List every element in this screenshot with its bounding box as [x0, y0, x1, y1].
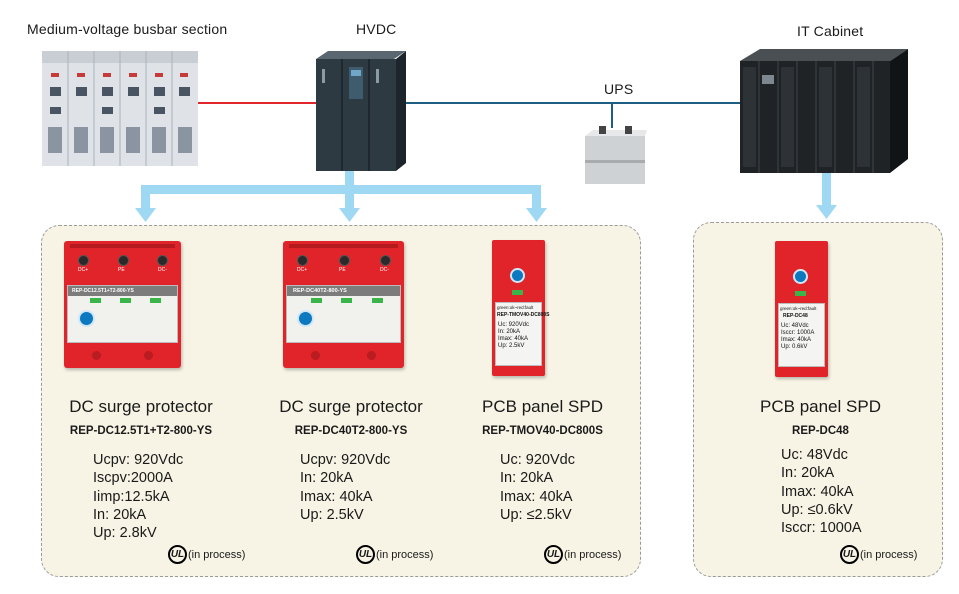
spec-line: In: 20kA	[500, 470, 554, 487]
ul-certification-3: UL (in process)	[544, 545, 621, 564]
device-indicator-text-1: green:ok~red:fault	[497, 305, 534, 310]
device-spec-line: Imax: 40kA	[781, 337, 812, 343]
device-spec-line: In: 20kA	[498, 329, 521, 335]
device-spec-line: Imax: 40kA	[498, 336, 529, 342]
spec-line: Up: 2.8kV	[93, 525, 157, 542]
terminal-dc-minus-1: DC-	[158, 267, 167, 273]
device-spec-line: Uc: 48Vdc	[781, 323, 809, 329]
device-model-label-1: REP-DC12.5T1+T2-800-YS	[72, 287, 134, 294]
product-title-3: PCB panel SPD	[482, 397, 603, 416]
spec-line: Iscpv:2000A	[93, 470, 173, 487]
spec-line: Iimp:12.5kA	[93, 488, 170, 505]
device-spec-line: Isccr: 1000A	[781, 330, 815, 336]
device-spec-line: Up: 2.5kV	[498, 343, 525, 349]
product-title-2: DC surge protector	[279, 397, 423, 416]
spec-line: Ucpv: 920Vdc	[93, 452, 184, 468]
ups-battery-image	[585, 126, 647, 184]
busbar-label: Medium-voltage busbar section	[27, 21, 228, 37]
terminal-pe-2: PE	[339, 267, 346, 273]
product-specs-1: Ucpv: 920Vdc Iscpv:2000A Iimp:12.5kA In:…	[93, 451, 183, 542]
spec-line: Ucpv: 920Vdc	[300, 452, 391, 468]
brand-logo-icon	[793, 269, 808, 284]
spec-line: Uc: 920Vdc	[500, 452, 575, 468]
cabinet-arrow	[816, 168, 837, 219]
product-title-1: DC surge protector	[69, 397, 213, 416]
hvdc-distribution-arrows	[135, 168, 547, 222]
ul-certification-4: UL (in process)	[840, 545, 917, 564]
ul-mark-icon: UL	[356, 545, 375, 564]
device-spec-line: Up: 0.6kV	[781, 344, 808, 350]
terminal-dc-plus-1: DC+	[78, 267, 89, 273]
spec-line: Up: 2.5kV	[300, 506, 364, 523]
ups-label: UPS	[604, 81, 634, 97]
device-spec-line: Uc: 920Vdc	[498, 322, 530, 328]
ul-mark-icon: UL	[840, 545, 859, 564]
spec-line: In: 20kA	[93, 506, 147, 523]
dc-surge-protector-2-image: DC+ PE DC- REP-DC40T2-800-YS	[283, 241, 404, 368]
pcb-panel-spd-1-image: green:ok~red:fault REP-TMOV40-DC800S Uc:…	[492, 240, 550, 376]
brand-logo-icon	[510, 268, 525, 283]
terminal-pe-1: PE	[118, 267, 125, 273]
device-indicator-text-2: green:ok~red:fault	[780, 306, 817, 311]
brand-logo-icon	[78, 310, 95, 327]
ul-mark-icon: UL	[544, 545, 563, 564]
busbar-switchgear-image	[42, 51, 198, 166]
hvdc-cabinet-image	[316, 51, 406, 171]
spec-line: Up: ≤0.6kV	[781, 501, 853, 518]
product-model-1: REP-DC12.5T1+T2-800-YS	[69, 425, 213, 437]
device-model-label-4: REP-DC48	[783, 313, 808, 319]
spec-line: Up: ≤2.5kV	[500, 506, 572, 523]
spec-line: Imax: 40kA	[300, 488, 373, 505]
it-cabinet-label: IT Cabinet	[797, 23, 864, 39]
dc-surge-protector-1-image: DC+ PE DC- REP-DC12.5T1+T2-800-YS	[64, 241, 181, 368]
product-model-4: REP-DC48	[792, 425, 849, 437]
product-specs-3: Uc: 920Vdc In: 20kA Imax: 40kA Up: ≤2.5k…	[500, 451, 575, 524]
ul-certification-1: UL (in process)	[168, 545, 245, 564]
pcb-panel-spd-2-image: green:ok~red:fault REP-DC48 Uc: 48Vdc Is…	[775, 241, 828, 377]
ul-mark-icon: UL	[168, 545, 187, 564]
product-model-2: REP-DC40T2-800-YS	[294, 425, 408, 437]
product-model-3: REP-TMOV40-DC800S	[482, 425, 603, 437]
spec-line: In: 20kA	[300, 470, 354, 487]
terminal-dc-plus-2: DC+	[297, 267, 308, 273]
spec-line: Imax: 40kA	[500, 488, 573, 505]
spec-line: Uc: 48Vdc	[781, 447, 848, 463]
device-model-label-3: REP-TMOV40-DC800S	[497, 312, 550, 318]
brand-logo-icon	[297, 310, 314, 327]
it-cabinet-image	[740, 49, 908, 173]
spec-line: Isccr: 1000A	[781, 520, 862, 537]
terminal-dc-minus-2: DC-	[380, 267, 389, 273]
spec-line: Imax: 40kA	[781, 483, 854, 500]
hvdc-label: HVDC	[356, 21, 397, 37]
ul-certification-2: UL (in process)	[356, 545, 433, 564]
product-specs-4: Uc: 48Vdc In: 20kA Imax: 40kA Up: ≤0.6kV…	[781, 446, 862, 537]
product-title-4: PCB panel SPD	[760, 397, 881, 416]
spec-line: In: 20kA	[781, 465, 835, 482]
device-model-label-2: REP-DC40T2-800-YS	[293, 287, 347, 294]
product-specs-2: Ucpv: 920Vdc In: 20kA Imax: 40kA Up: 2.5…	[300, 451, 390, 524]
